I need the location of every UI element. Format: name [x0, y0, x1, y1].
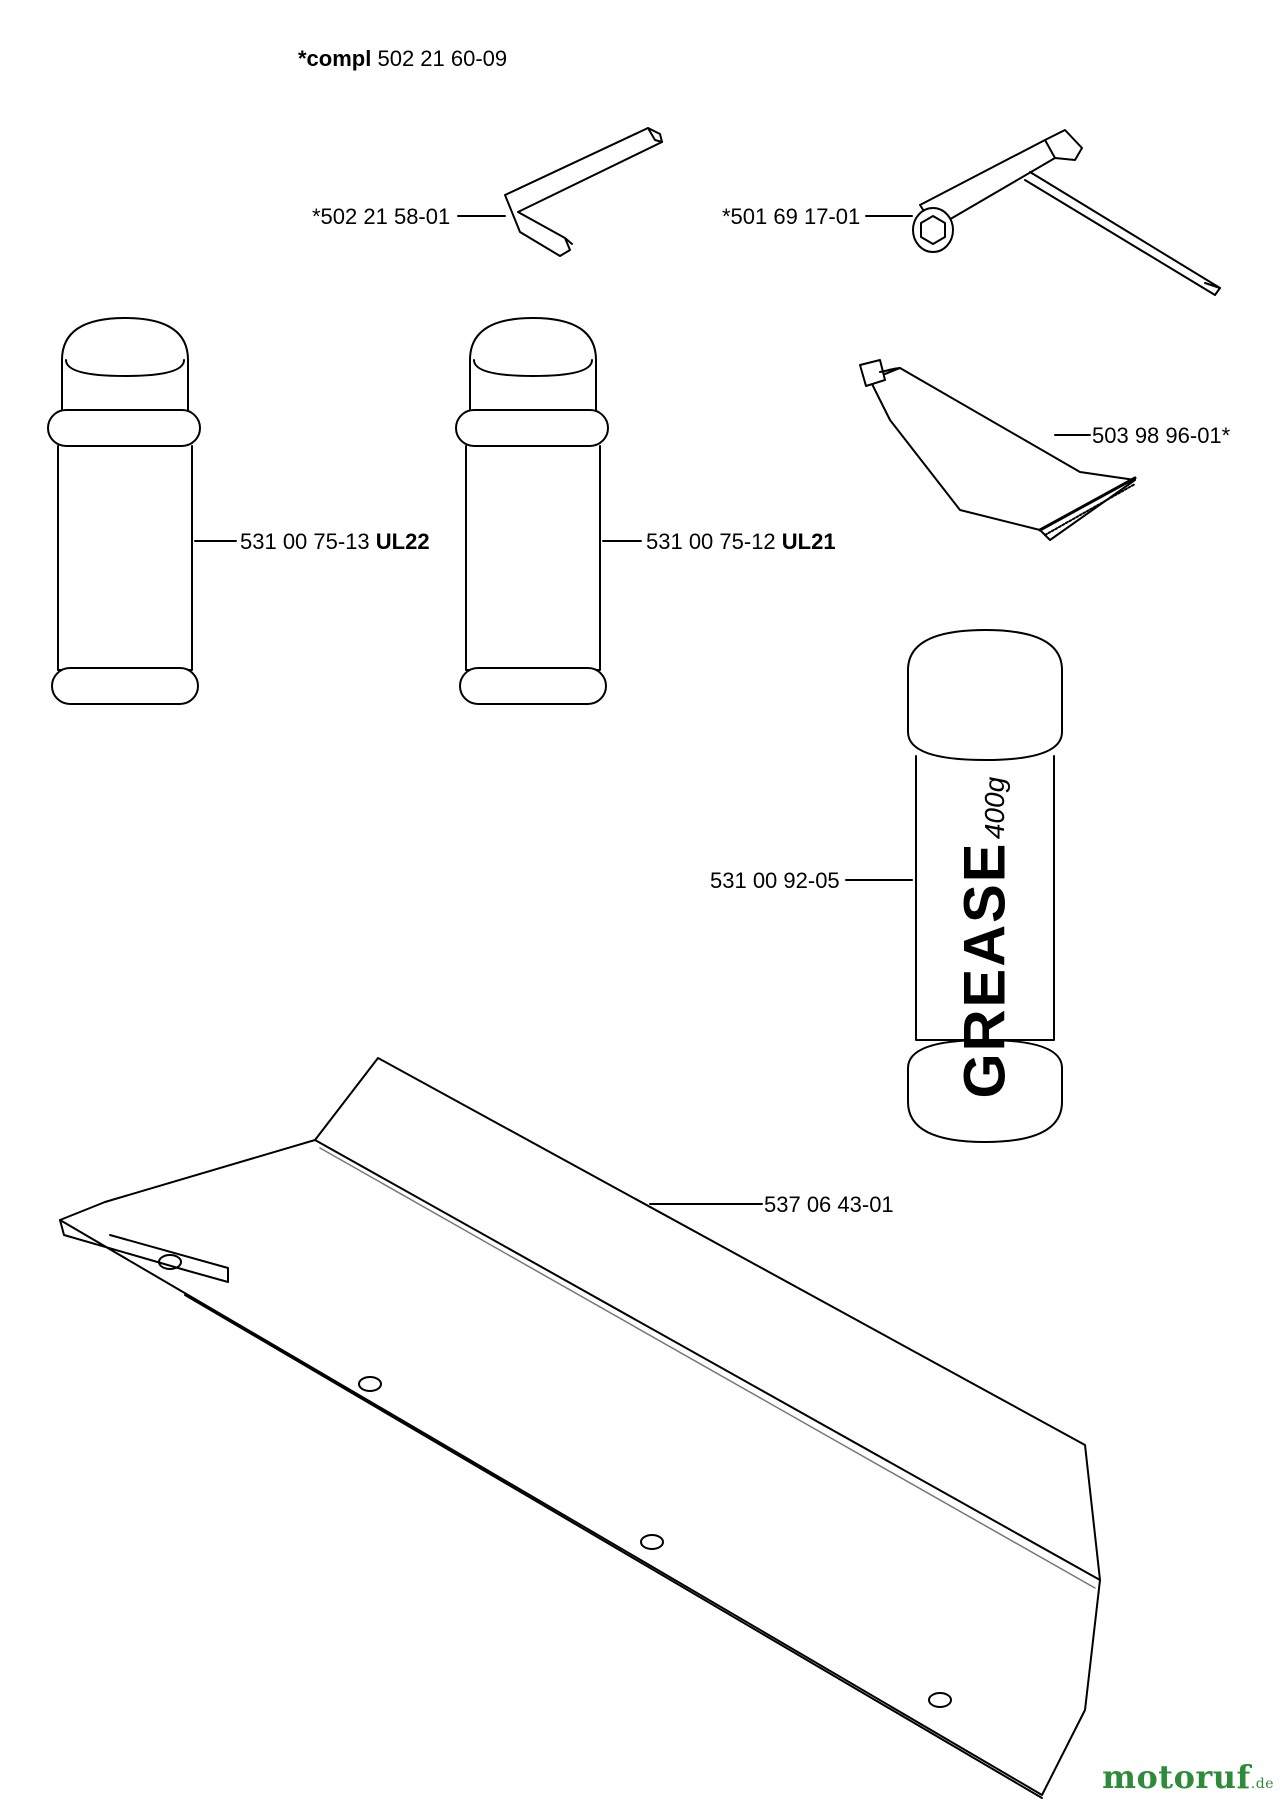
- combi-spanner-icon: [865, 129, 1221, 296]
- spray-can-left-icon: [47, 317, 237, 705]
- spray-left-code: UL22: [375, 529, 430, 554]
- guard-plate-icon: [59, 1057, 1101, 1799]
- label-combi-spanner: *501 69 17-01: [722, 204, 861, 229]
- cartridge-main-text: GREASE: [952, 841, 1018, 1099]
- label-spray-left: 531 00 75-13 UL22: [240, 531, 430, 553]
- spray-left-number: 531 00 75-13: [240, 529, 370, 554]
- compl-prefix: *compl: [298, 46, 372, 71]
- spray-right-code: UL21: [781, 529, 836, 554]
- assembly-number: *compl 502 21 60-09: [298, 48, 507, 70]
- grease-cartridge-icon: [845, 629, 1063, 1143]
- grease-tube-icon: [859, 359, 1137, 541]
- label-grease-tube: 503 98 96-01*: [1092, 423, 1231, 448]
- brand-tld: .de: [1250, 1776, 1274, 1792]
- allen-key-icon: [457, 127, 663, 257]
- brand-name: motoruf: [1102, 1758, 1251, 1796]
- compl-number: 502 21 60-09: [377, 46, 508, 71]
- label-allen-key: *502 21 58-01: [312, 204, 451, 229]
- brand-logo: motoruf.de: [1102, 1758, 1274, 1796]
- spray-can-right-icon: [455, 317, 642, 705]
- label-spray-right: 531 00 75-12 UL21: [646, 531, 836, 553]
- cartridge-weight-text: 400g: [979, 776, 1010, 840]
- label-grease-cartridge: 531 00 92-05: [710, 868, 840, 893]
- label-guard-plate: 537 06 43-01: [764, 1192, 894, 1217]
- spray-right-number: 531 00 75-12: [646, 529, 776, 554]
